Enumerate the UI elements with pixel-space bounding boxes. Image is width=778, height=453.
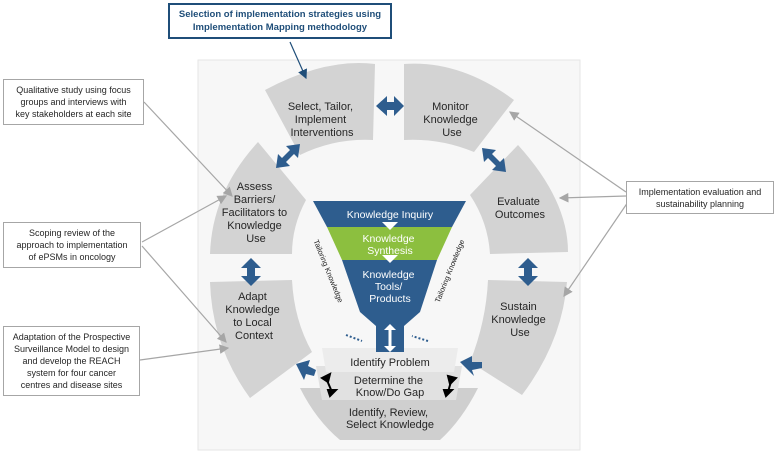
funnel-synthesis-label: Knowledge Synthesis <box>363 233 418 257</box>
connector-scoping-1 <box>141 195 228 243</box>
funnel-divider-arrow-2 <box>382 255 398 263</box>
callout-adaptation-text: Adaptation of the Prospective Surveillan… <box>12 332 131 390</box>
callout-scoping-review-text: Scoping review of the approach to implem… <box>16 228 128 262</box>
connector-eval-evaluate <box>558 192 627 203</box>
double-arrow-adapt-assess <box>241 258 261 286</box>
arrow-adapt-to-bottom <box>296 360 316 380</box>
funnel-inquiry-band <box>313 201 466 227</box>
tailoring-left-dotted-arrow <box>345 334 363 342</box>
callout-qualitative-study: Qualitative study using focus groups and… <box>3 79 144 125</box>
segment-assess <box>210 142 306 254</box>
label-assess: Assess Barriers/ Facilitators to Knowled… <box>222 181 290 245</box>
callout-implementation-evaluation-text: Implementation evaluation and sustainabi… <box>638 186 762 209</box>
label-adapt: Adapt Knowledge to Local Context <box>225 291 283 342</box>
know-do-gap-label: Determine the Know/Do Gap <box>354 375 426 399</box>
double-arrow-monitor-evaluate <box>482 148 506 172</box>
segment-evaluate <box>470 145 568 254</box>
callout-implementation-evaluation: Implementation evaluation and sustainabi… <box>626 181 774 214</box>
callout-qualitative-study-text: Qualitative study using focus groups and… <box>15 85 132 119</box>
label-select: Select, Tailor, Implement Interventions <box>288 101 356 139</box>
funnel-inquiry-label: Knowledge Inquiry <box>347 209 434 221</box>
segment-sustain <box>470 280 567 395</box>
funnel-tools-band <box>342 260 437 352</box>
label-sustain: Sustain Knowledge Use <box>491 301 549 339</box>
connector-qualitative <box>143 101 233 197</box>
segment-select <box>265 63 375 156</box>
label-evaluate: Evaluate Outcomes <box>495 196 546 221</box>
tailoring-right-dotted-arrow <box>411 335 429 342</box>
callout-scoping-review: Scoping review of the approach to implem… <box>3 222 141 268</box>
connector-adaptation <box>139 344 230 361</box>
identify-review-label: Identify, Review, Select Knowledge <box>346 407 434 431</box>
band-identify-review <box>300 388 478 440</box>
funnel-tools-label: Knowledge Tools/ Products <box>363 269 418 305</box>
funnel-synthesis-band <box>327 227 452 260</box>
segment-monitor <box>404 63 514 152</box>
connector-eval-monitor <box>509 111 627 193</box>
callout-implementation-mapping: Selection of implementation strategies u… <box>168 3 392 39</box>
funnel-divider-arrow <box>382 222 398 230</box>
double-arrow-evaluate-sustain <box>518 258 538 286</box>
callout-implementation-mapping-text: Selection of implementation strategies u… <box>178 9 382 33</box>
band-identify-problem <box>322 348 458 372</box>
band-know-do-gap <box>316 366 462 400</box>
label-monitor: Monitor Knowledge Use <box>423 101 481 139</box>
callout-adaptation: Adaptation of the Prospective Surveillan… <box>3 326 140 396</box>
double-arrow-assess-select <box>276 144 300 168</box>
connector-eval-sustain <box>563 201 629 297</box>
arrow-bottom-to-sustain <box>460 356 482 376</box>
connector-top <box>289 41 307 80</box>
double-arrow-select-monitor <box>376 96 404 116</box>
identify-problem-label: Identify Problem <box>350 357 429 369</box>
connector-scoping-2 <box>141 245 227 343</box>
black-arrow-right <box>442 374 458 398</box>
segment-adapt <box>210 280 312 398</box>
black-arrow-left <box>320 372 339 398</box>
